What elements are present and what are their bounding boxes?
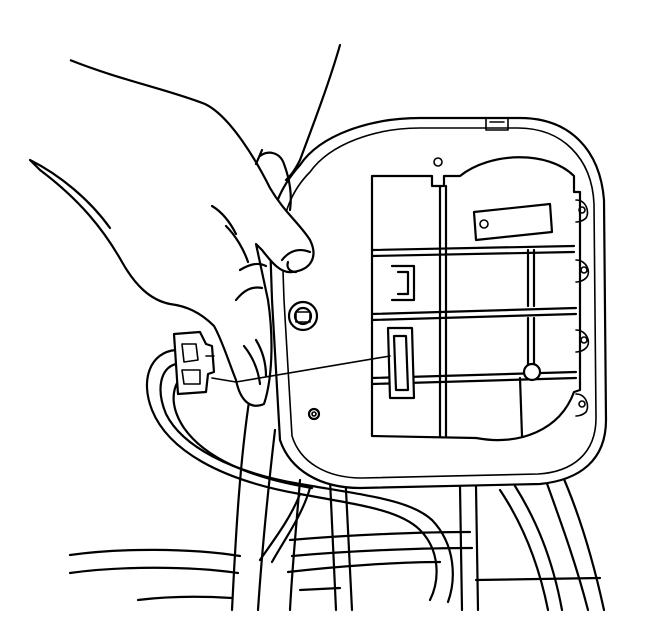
- seat-frame: [68, 393, 606, 612]
- cover-panel: [268, 116, 608, 490]
- electrical-connector: [172, 330, 216, 396]
- wire-harness: [145, 348, 454, 604]
- hand: [28, 43, 342, 407]
- connector-socket: [386, 326, 416, 400]
- leader-line: [211, 355, 391, 383]
